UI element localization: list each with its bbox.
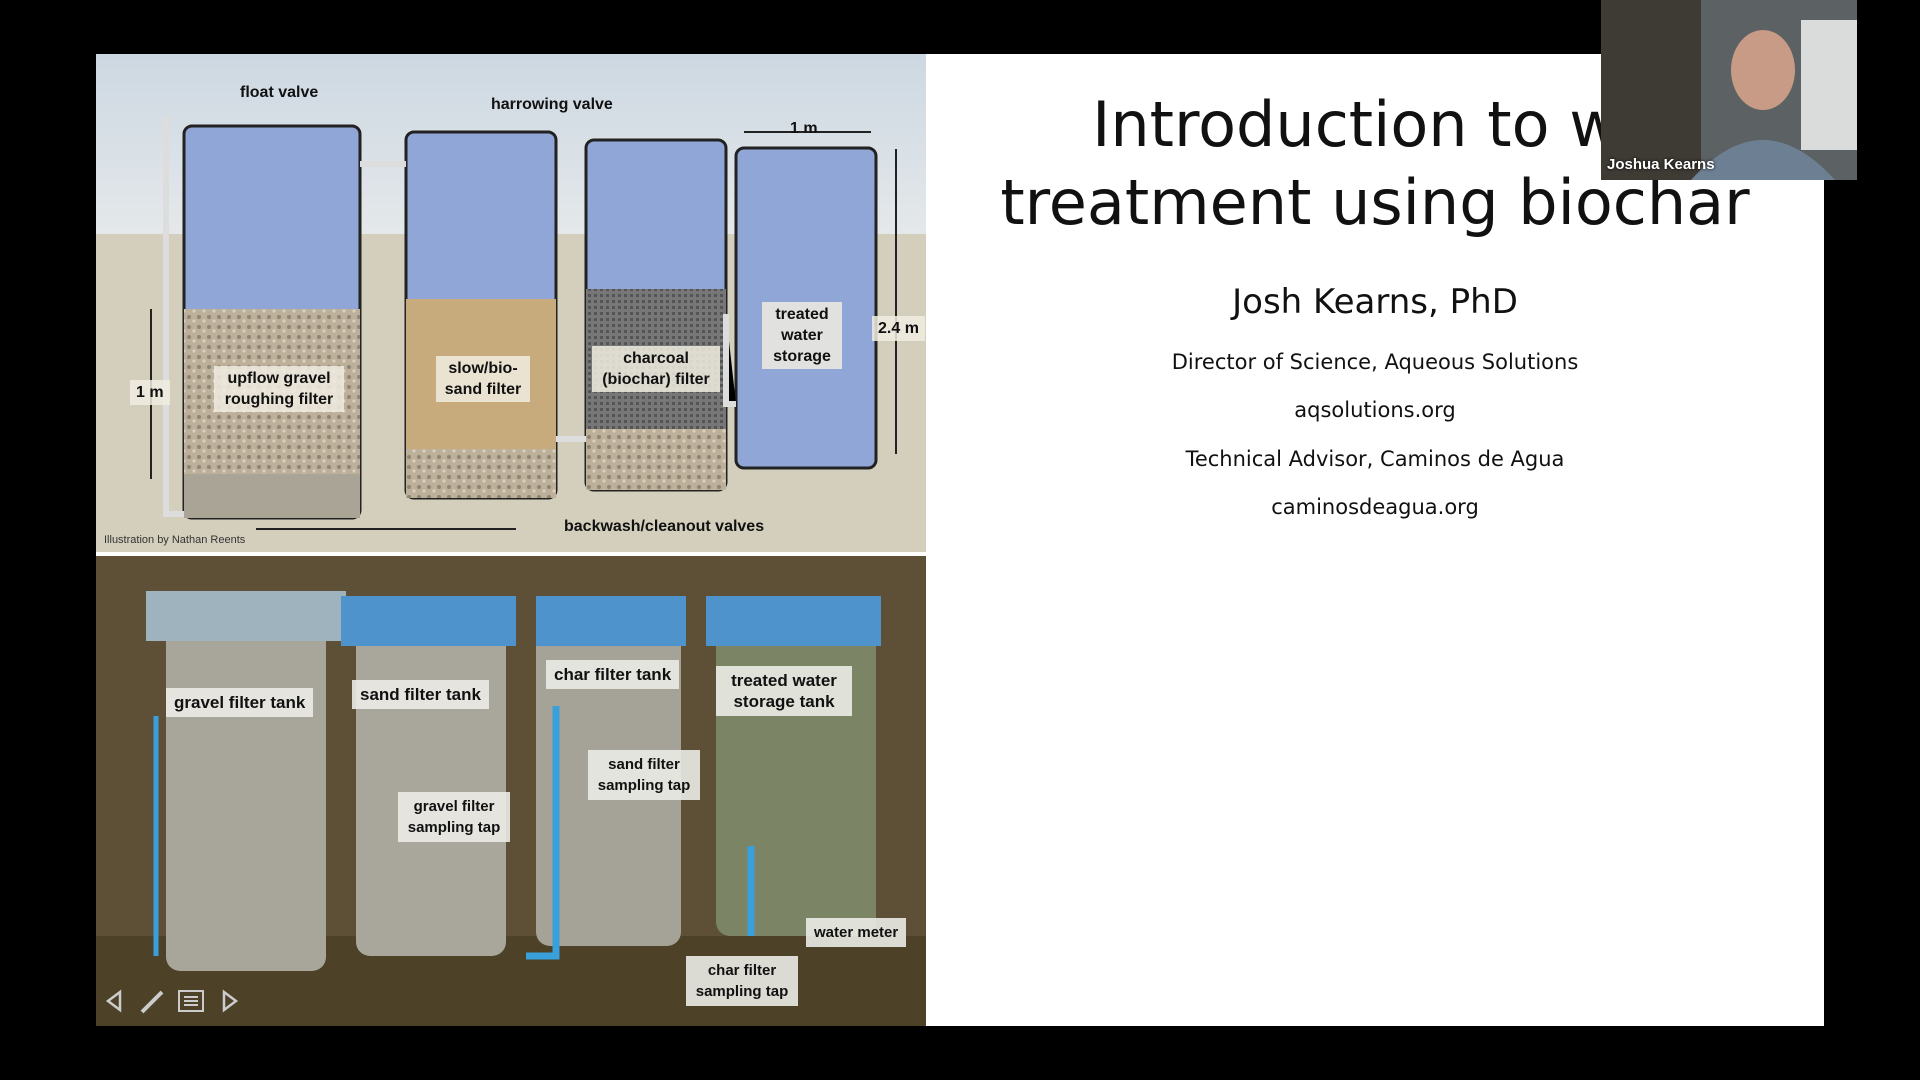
pen-icon[interactable] — [136, 984, 170, 1018]
slide-controls — [96, 984, 256, 1020]
participant-name: Joshua Kearns — [1607, 156, 1715, 173]
width-dimension-label: 1 m — [790, 120, 818, 137]
presentation-slide: float valve harrowing valve 1 m 2.4 m 1 … — [96, 54, 1824, 1026]
filter-photo-image — [96, 556, 926, 1026]
height-gravel-label: 1 m — [130, 380, 170, 405]
gravel-tap-label: gravel filter sampling tap — [398, 792, 510, 842]
author-website: aqsolutions.org — [1294, 398, 1456, 422]
webcam-video — [1601, 0, 1857, 180]
illustration-credit: Illustration by Nathan Reents — [104, 534, 246, 546]
filter-photo: gravel filter tank sand filter tank char… — [96, 556, 926, 1026]
advisor-website: caminosdeagua.org — [1271, 495, 1479, 519]
arrow-left-icon[interactable] — [98, 984, 132, 1018]
author-position: Director of Science, Aqueous Solutions — [1171, 350, 1579, 374]
treated-storage-label: treated water storage — [762, 302, 842, 369]
slide-title-line1: Introduction to wa — [1092, 88, 1658, 161]
char-tap-label: char filter sampling tap — [686, 956, 798, 1006]
treated-tank-label: treated water storage tank — [716, 666, 852, 716]
filter-diagram: float valve harrowing valve 1 m 2.4 m 1 … — [96, 54, 926, 552]
char-tank-label: char filter tank — [546, 660, 680, 689]
float-valve-label: float valve — [240, 84, 319, 101]
upflow-filter-label: upflow gravel roughing filter — [214, 366, 344, 412]
harrowing-valve-label: harrowing valve — [491, 96, 613, 113]
sand-tap-label: sand filter sampling tap — [588, 750, 700, 800]
backwash-valves-label: backwash/cleanout valves — [564, 518, 765, 535]
sand-tank-label: sand filter tank — [352, 680, 489, 709]
advisor-position: Technical Advisor, Caminos de Agua — [1185, 447, 1565, 471]
gravel-tank-label: gravel filter tank — [166, 688, 314, 717]
webcam-feed[interactable]: Joshua Kearns — [1601, 0, 1857, 180]
arrow-right-icon[interactable] — [212, 984, 246, 1018]
slow-sand-filter-label: slow/bio- sand filter — [436, 356, 530, 402]
water-meter-label: water meter — [806, 918, 907, 947]
height-total-label: 2.4 m — [872, 316, 925, 341]
author-name: Josh Kearns, PhD — [1232, 282, 1518, 322]
slide-text-panel: Introduction to wa treatment using bioch… — [926, 54, 1824, 1026]
charcoal-filter-label: charcoal (biochar) filter — [592, 346, 720, 392]
menu-icon[interactable] — [174, 984, 208, 1018]
